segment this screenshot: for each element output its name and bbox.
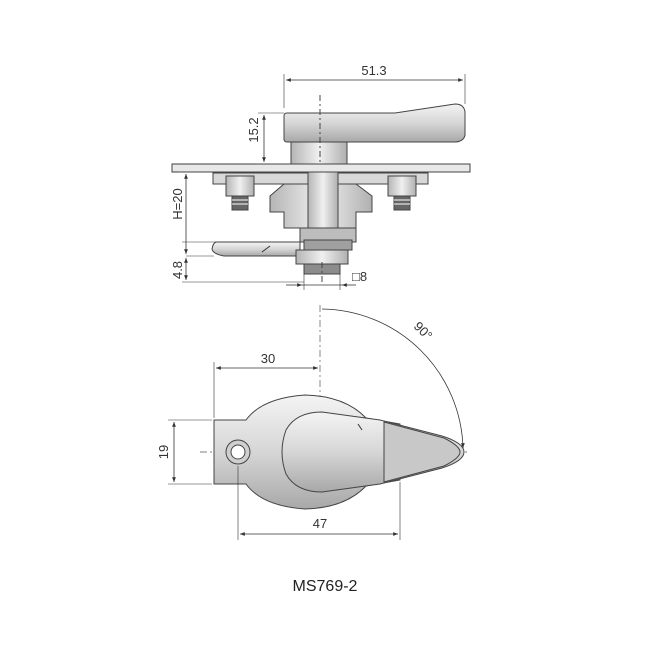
dim-cam-thickness: 4.8: [170, 261, 185, 279]
dim-square: □8: [352, 269, 367, 284]
cam: [211, 241, 301, 257]
side-handle-neck: [290, 141, 348, 165]
dim-height: H=20: [170, 188, 185, 219]
model-caption: MS769-2: [292, 578, 358, 595]
nut: [295, 249, 349, 265]
side-view: 51.3 15.2 H=20 4.8 □8: [170, 63, 471, 290]
dim-offset: 30: [261, 351, 275, 366]
panel-plate: [171, 163, 471, 173]
dim-rotation: 90°: [411, 319, 436, 344]
side-handle: [283, 103, 466, 143]
dim-handle-height: 15.2: [246, 117, 261, 142]
dim-length: 47: [313, 516, 327, 531]
dim-overall-width: 51.3: [361, 63, 386, 78]
dim-width: 19: [156, 445, 171, 459]
top-view: 90° 30 19 47: [156, 305, 470, 540]
right-fastener: [387, 175, 417, 211]
left-fastener: [225, 175, 255, 211]
